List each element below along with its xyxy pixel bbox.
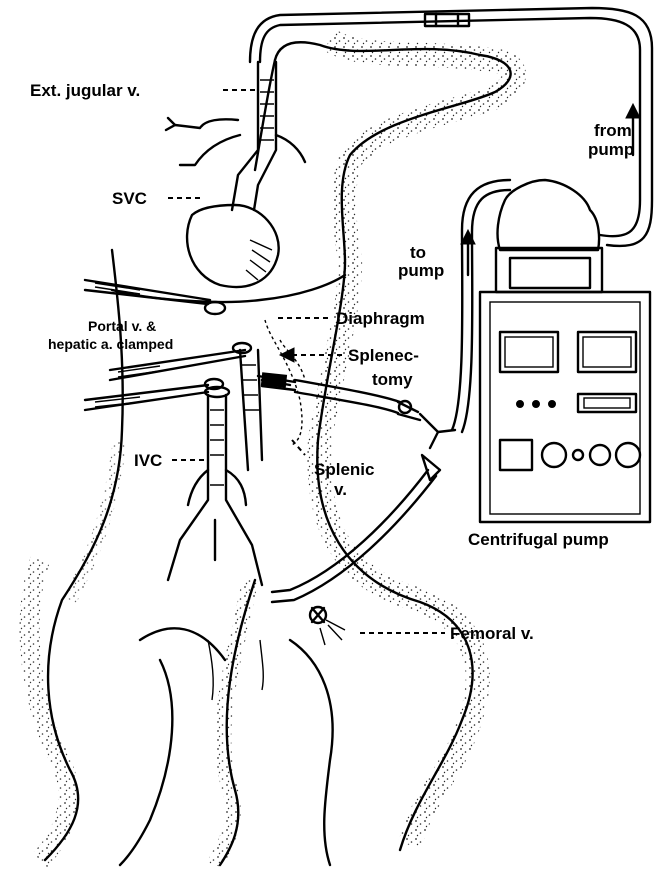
label-to-pump-2: pump	[398, 261, 444, 280]
label-from-pump-2: pump	[588, 140, 634, 159]
label-portal-2: hepatic a. clamped	[48, 336, 173, 352]
label-splenic-1: Splenic	[314, 460, 374, 479]
label-centrifugal-pump: Centrifugal pump	[468, 530, 609, 549]
portal-vessels	[240, 320, 305, 470]
label-diaphragm: Diaphragm	[336, 309, 425, 328]
label-to-pump-1: to	[410, 243, 426, 262]
svc-vessels	[166, 62, 305, 210]
label-from-pump-1: from	[594, 121, 632, 140]
label-splenectomy-1: Splenec-	[348, 346, 419, 365]
label-ivc: IVC	[134, 451, 162, 470]
label-splenectomy-2: tomy	[372, 370, 413, 389]
label-ext-jugular: Ext. jugular v.	[30, 81, 140, 100]
portal-clamp	[85, 280, 225, 314]
centrifugal-pump	[480, 180, 650, 522]
femoral-cannula	[310, 607, 345, 645]
ivc-vessels	[168, 387, 262, 585]
label-splenic-2: v.	[334, 480, 347, 499]
ivc-clamp	[85, 379, 223, 410]
label-portal-1: Portal v. &	[88, 318, 156, 334]
heart	[187, 205, 279, 287]
label-femoral: Femoral v.	[450, 624, 534, 643]
bypass-tubing	[250, 8, 652, 602]
animal-body	[30, 40, 514, 865]
portal-cannula	[258, 373, 295, 390]
label-svc: SVC	[112, 189, 147, 208]
